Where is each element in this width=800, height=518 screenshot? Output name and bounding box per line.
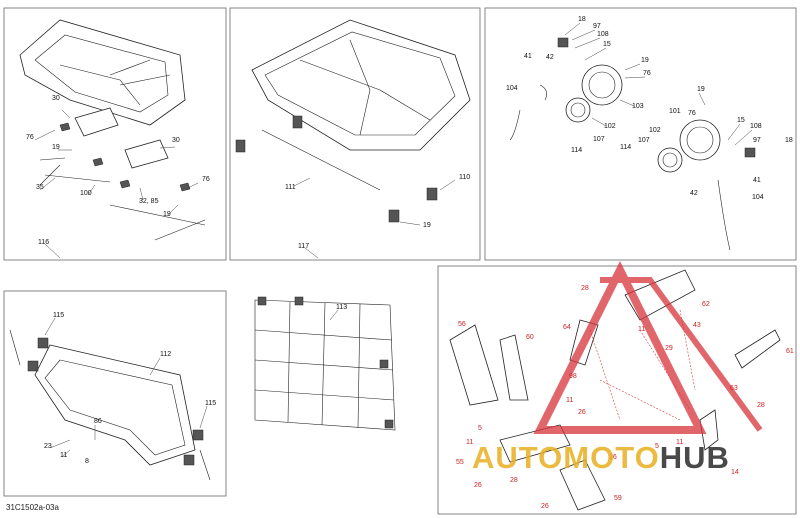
callout-p2-1: 110	[459, 174, 470, 181]
callout-p6-8: 61	[786, 348, 794, 355]
callout-p6-17: 26	[609, 454, 617, 461]
callout-p3-23: 41	[753, 177, 761, 184]
callout-p3-16: 15	[737, 117, 745, 124]
callout-p3-19: 18	[785, 137, 793, 144]
callout-p4-0: 115	[53, 312, 64, 319]
callout-p1-3: 30	[172, 137, 180, 144]
callout-p3-5: 42	[546, 54, 554, 61]
callout-p6-18: 26	[474, 482, 482, 489]
callout-p6-7: 29	[665, 345, 673, 352]
callout-p3-21: 107	[638, 137, 650, 144]
watermark-logo	[533, 261, 763, 434]
callout-p6-1: 62	[702, 301, 710, 308]
callout-p6-16: 55	[456, 459, 464, 466]
callout-p2-3: 117	[298, 243, 309, 250]
callout-p3-12: 114	[571, 147, 582, 154]
callout-p3-2: 108	[597, 31, 609, 38]
callout-p3-9: 103	[632, 103, 644, 110]
callout-p6-2: 43	[693, 322, 701, 329]
callout-p3-25: 104	[752, 194, 764, 201]
callout-p4-6: 8	[85, 458, 89, 465]
callout-p3-22: 114	[620, 144, 631, 151]
callout-p6-9: 98	[569, 373, 577, 380]
callout-p3-15: 76	[688, 110, 696, 117]
callout-p3-8: 104	[506, 85, 518, 92]
callout-p1-6: 100	[80, 190, 92, 197]
callout-p3-7: 76	[643, 70, 651, 77]
callout-p3-3: 15	[603, 41, 611, 48]
callout-p6-0: 28	[581, 285, 589, 292]
panel-top-right	[484, 7, 797, 261]
callout-p6-15: 11	[466, 439, 473, 446]
callout-p3-18: 97	[753, 137, 761, 144]
callout-p3-14: 101	[669, 108, 681, 115]
seat-cushion	[19, 19, 186, 126]
callout-p1-4: 76	[202, 176, 210, 183]
panel-bottom-right	[437, 265, 797, 515]
callout-p2-0: 111	[285, 184, 296, 191]
windshield-frame	[9, 317, 211, 481]
callout-p1-9: 116	[38, 239, 49, 246]
roof-panel	[235, 19, 471, 259]
watermark-part1: AUTOMOTO	[472, 440, 660, 475]
callout-p6-5: 60	[526, 334, 534, 341]
speaker-assembly-right	[564, 22, 756, 251]
callout-p5-0: 113	[336, 304, 347, 311]
callout-p3-11: 107	[593, 136, 605, 143]
callout-p6-3: 56	[458, 321, 466, 328]
callout-p6-11: 11	[566, 397, 573, 404]
callout-p4-3: 86	[94, 418, 102, 425]
callout-p6-12: 26	[578, 409, 586, 416]
callout-p3-1: 97	[593, 23, 601, 30]
callout-p1-1: 76	[26, 134, 34, 141]
watermark-text: AUTOMOTOHUB	[472, 440, 730, 476]
cargo-net	[254, 296, 396, 431]
callout-p1-8: 19	[163, 211, 171, 218]
callout-p6-13: 28	[757, 402, 765, 409]
callout-p3-20: 102	[649, 127, 661, 134]
callout-p4-1: 112	[160, 351, 171, 358]
callout-p3-10: 102	[604, 123, 616, 130]
callout-p6-23: 5	[655, 443, 659, 450]
callout-p3-4: 41	[524, 53, 532, 60]
callout-p6-4: 64	[563, 324, 571, 331]
callout-p6-14: 5	[478, 425, 482, 432]
callout-p1-7: 32, 85	[139, 198, 159, 205]
callout-p6-22: 26	[541, 503, 549, 510]
callout-p4-4: 23	[44, 443, 52, 450]
callout-p6-20: 14	[731, 469, 739, 476]
callout-p4-5: 11	[60, 452, 67, 459]
callout-p1-0: 30	[52, 95, 60, 102]
seat-pads	[34, 107, 206, 259]
diagram-code: 31C1502a-03a	[6, 503, 59, 512]
callout-p6-24: 11	[676, 439, 683, 446]
callout-p3-17: 108	[750, 123, 762, 130]
callout-p3-13: 19	[697, 86, 705, 93]
callout-p6-10: 63	[730, 385, 738, 392]
callout-p1-5: 35	[36, 184, 44, 191]
callout-p6-21: 59	[614, 495, 622, 502]
speaker-assembly-left	[509, 37, 623, 141]
callout-p6-6: 11	[638, 326, 645, 333]
callout-p3-0: 18	[578, 16, 586, 23]
watermark-part2: HUB	[659, 440, 730, 475]
callout-p1-2: 19	[52, 144, 60, 151]
callout-p3-6: 19	[641, 57, 649, 64]
callout-p4-2: 115	[205, 400, 216, 407]
callout-p6-19: 28	[510, 477, 518, 484]
callout-p2-2: 19	[423, 222, 431, 229]
callout-p3-24: 42	[690, 190, 698, 197]
